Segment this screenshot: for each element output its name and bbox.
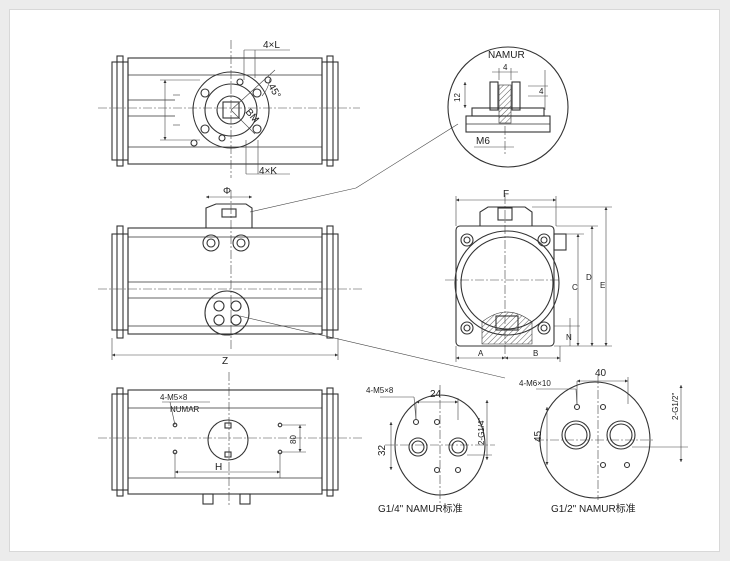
- dim-a-label: A: [478, 349, 484, 358]
- g12-dim-40: 40: [595, 368, 607, 379]
- namur-detail-view: NAMUR 4 12 4 M6: [249, 46, 569, 213]
- dim-4xk-label: 4×K: [259, 166, 277, 177]
- dim-d-label: D: [586, 273, 592, 282]
- dim-80-label: 80: [289, 435, 298, 444]
- dim-b-label: B: [533, 349, 538, 358]
- dim-c-label: C: [572, 283, 578, 292]
- top-view: 4×L 4×K 45° BM: [98, 40, 360, 178]
- detail-dim-4-side: 4: [539, 87, 544, 96]
- detail-title: NAMUR: [488, 50, 525, 61]
- bottom-m5-label: 4-M5×8: [160, 393, 188, 402]
- side-view: F C D E N A B: [445, 189, 612, 362]
- g14-dim-24: 24: [430, 389, 442, 400]
- detail-dim-4-top: 4: [503, 63, 508, 72]
- bottom-view: 4-M5×8 NUMAR H 80: [98, 372, 362, 505]
- g12-namur-view: 4-M6×10 40 45 2-G1/2" G1/2" NAMUR标准: [519, 368, 688, 515]
- g12-caption: G1/2" NAMUR标准: [551, 503, 636, 515]
- dim-phi-label: Φ: [223, 186, 231, 197]
- angle-45-label: 45°: [265, 82, 282, 101]
- g14-m5-label: 4-M5×8: [366, 386, 394, 395]
- g14-namur-view: 4-M5×8 24 32 2-G1/4" G1/4" NAMUR标准: [366, 385, 495, 515]
- dim-n-label: N: [566, 333, 572, 342]
- dim-h-label: H: [215, 462, 222, 473]
- g14-port-label: 2-G1/4": [477, 418, 486, 445]
- g14-dim-32: 32: [377, 444, 388, 456]
- g12-dim-45: 45: [533, 430, 544, 442]
- dim-f-label: F: [503, 189, 509, 200]
- detail-dim-12: 12: [453, 93, 462, 102]
- front-view: Φ Z: [98, 186, 506, 379]
- g14-caption: G1/4" NAMUR标准: [378, 503, 463, 515]
- g12-m6-label: 4-M6×10: [519, 379, 551, 388]
- g12-port-label: 2-G1/2": [671, 393, 680, 420]
- dim-z-label: Z: [222, 356, 228, 367]
- dim-4xl-label: 4×L: [263, 40, 280, 51]
- dim-e-label: E: [600, 281, 605, 290]
- detail-dim-m6: M6: [476, 136, 490, 147]
- bottom-numar-label: NUMAR: [170, 405, 200, 414]
